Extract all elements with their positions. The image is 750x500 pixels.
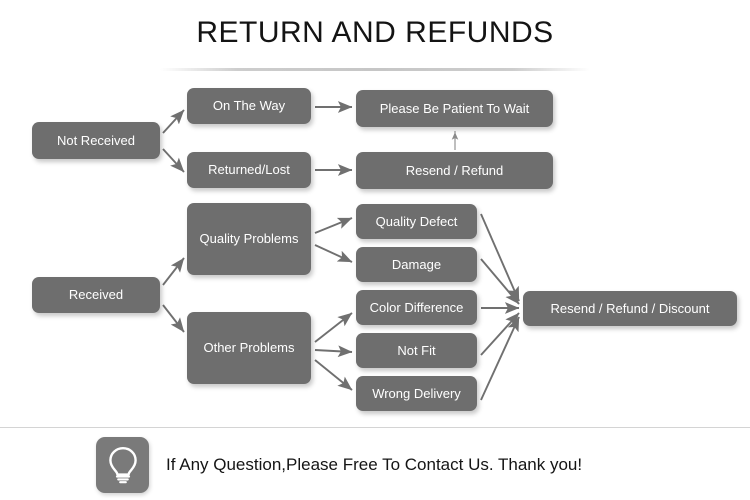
- edge-quality-problems-to-damage: [314, 244, 353, 263]
- node-other-problems[interactable]: Other Problems: [187, 312, 311, 384]
- edge-quality-problems-to-quality-defect: [314, 217, 353, 234]
- footer-divider: [0, 427, 750, 428]
- title-divider: [160, 68, 590, 71]
- edge-other-problems-to-wrong-delivery: [314, 359, 353, 391]
- edge-not-received-to-on-the-way: [162, 109, 185, 134]
- node-resend-refund[interactable]: Resend / Refund: [356, 152, 553, 189]
- node-damage[interactable]: Damage: [356, 247, 477, 282]
- edge-wrong-delivery-to-result: [480, 316, 520, 401]
- edge-quality-defect-to-result: [480, 213, 520, 302]
- edge-other-problems-to-color-difference: [314, 312, 353, 343]
- edge-damage-to-result: [480, 258, 520, 305]
- page-title: RETURN AND REFUNDS: [196, 16, 554, 49]
- node-wrong-delivery[interactable]: Wrong Delivery: [356, 376, 477, 411]
- edge-received-to-other-problems: [162, 304, 185, 333]
- lightbulb-glyph: [108, 447, 137, 484]
- edge-not-fit-to-result: [480, 312, 520, 356]
- edge-received-to-quality-problems: [162, 257, 185, 286]
- edge-not-received-to-returned-lost: [162, 148, 185, 173]
- node-color-difference[interactable]: Color Difference: [356, 290, 477, 325]
- node-received[interactable]: Received: [32, 277, 160, 313]
- node-not-received[interactable]: Not Received: [32, 122, 160, 159]
- node-on-the-way[interactable]: On The Way: [187, 88, 311, 124]
- node-not-fit[interactable]: Not Fit: [356, 333, 477, 368]
- node-quality-defect[interactable]: Quality Defect: [356, 204, 477, 239]
- footer: If Any Question,Please Free To Contact U…: [96, 437, 656, 493]
- node-resend-refund-discount[interactable]: Resend / Refund / Discount: [523, 291, 737, 326]
- edge-other-problems-to-not-fit: [314, 345, 353, 358]
- lightbulb-icon: [96, 437, 149, 493]
- footer-text: If Any Question,Please Free To Contact U…: [166, 455, 583, 474]
- node-returned-lost[interactable]: Returned/Lost: [187, 152, 311, 188]
- node-quality-problems[interactable]: Quality Problems: [187, 203, 311, 275]
- node-please-be-patient-to-wait[interactable]: Please Be Patient To Wait: [356, 90, 553, 127]
